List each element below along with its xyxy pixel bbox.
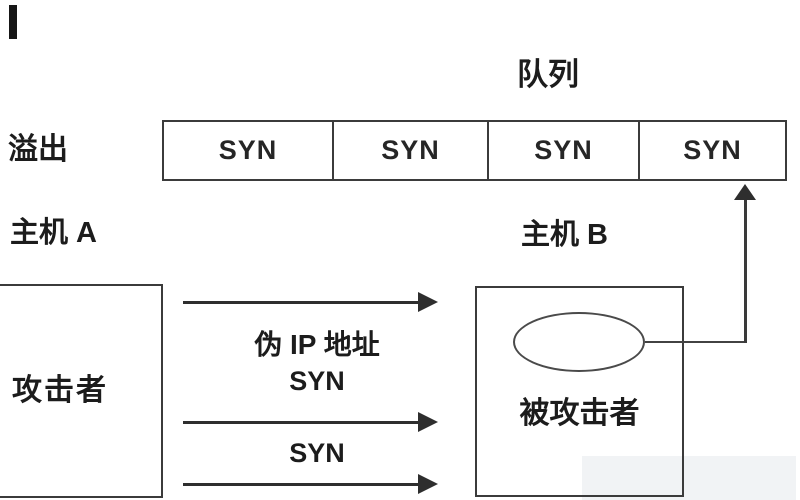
queue-cell-1: SYN [218, 135, 278, 165]
queue-title: 队列 [517, 57, 579, 92]
host-b-label: 主机 B [521, 219, 609, 251]
attacker-box [0, 284, 163, 498]
attack-arrow-1-line [183, 301, 418, 304]
queue-cell-4: SYN [638, 122, 785, 179]
queue-cell-3: SYN [487, 122, 638, 179]
attack-arrow-2-head-icon [418, 412, 438, 432]
attack-arrow-3-line [183, 483, 418, 486]
host-a-label: 主机 A [10, 217, 98, 249]
connector-horizontal-line [645, 341, 747, 343]
attacker-label: 攻击者 [12, 374, 108, 407]
attack-arrow-1-head-icon [418, 292, 438, 312]
cursor-artifact [9, 5, 17, 39]
connector-vertical-line [744, 198, 747, 343]
syn-label-bottom: SYN [289, 438, 345, 468]
victim-box [475, 286, 684, 497]
fake-ip-label: 伪 IP 地址 [254, 329, 380, 360]
connector-arrow-head-icon [734, 184, 756, 200]
overflow-label: 溢出 [8, 133, 68, 166]
watermark-block [582, 456, 796, 500]
connection-ellipse [513, 312, 645, 372]
syn-queue: SYN SYN SYN SYN [162, 120, 787, 181]
syn-label-top: SYN [289, 366, 345, 396]
attack-arrow-2-line [183, 421, 418, 424]
victim-label: 被攻击者 [519, 397, 640, 430]
queue-cell-2: SYN [332, 122, 487, 179]
attack-arrow-3-head-icon [418, 474, 438, 494]
